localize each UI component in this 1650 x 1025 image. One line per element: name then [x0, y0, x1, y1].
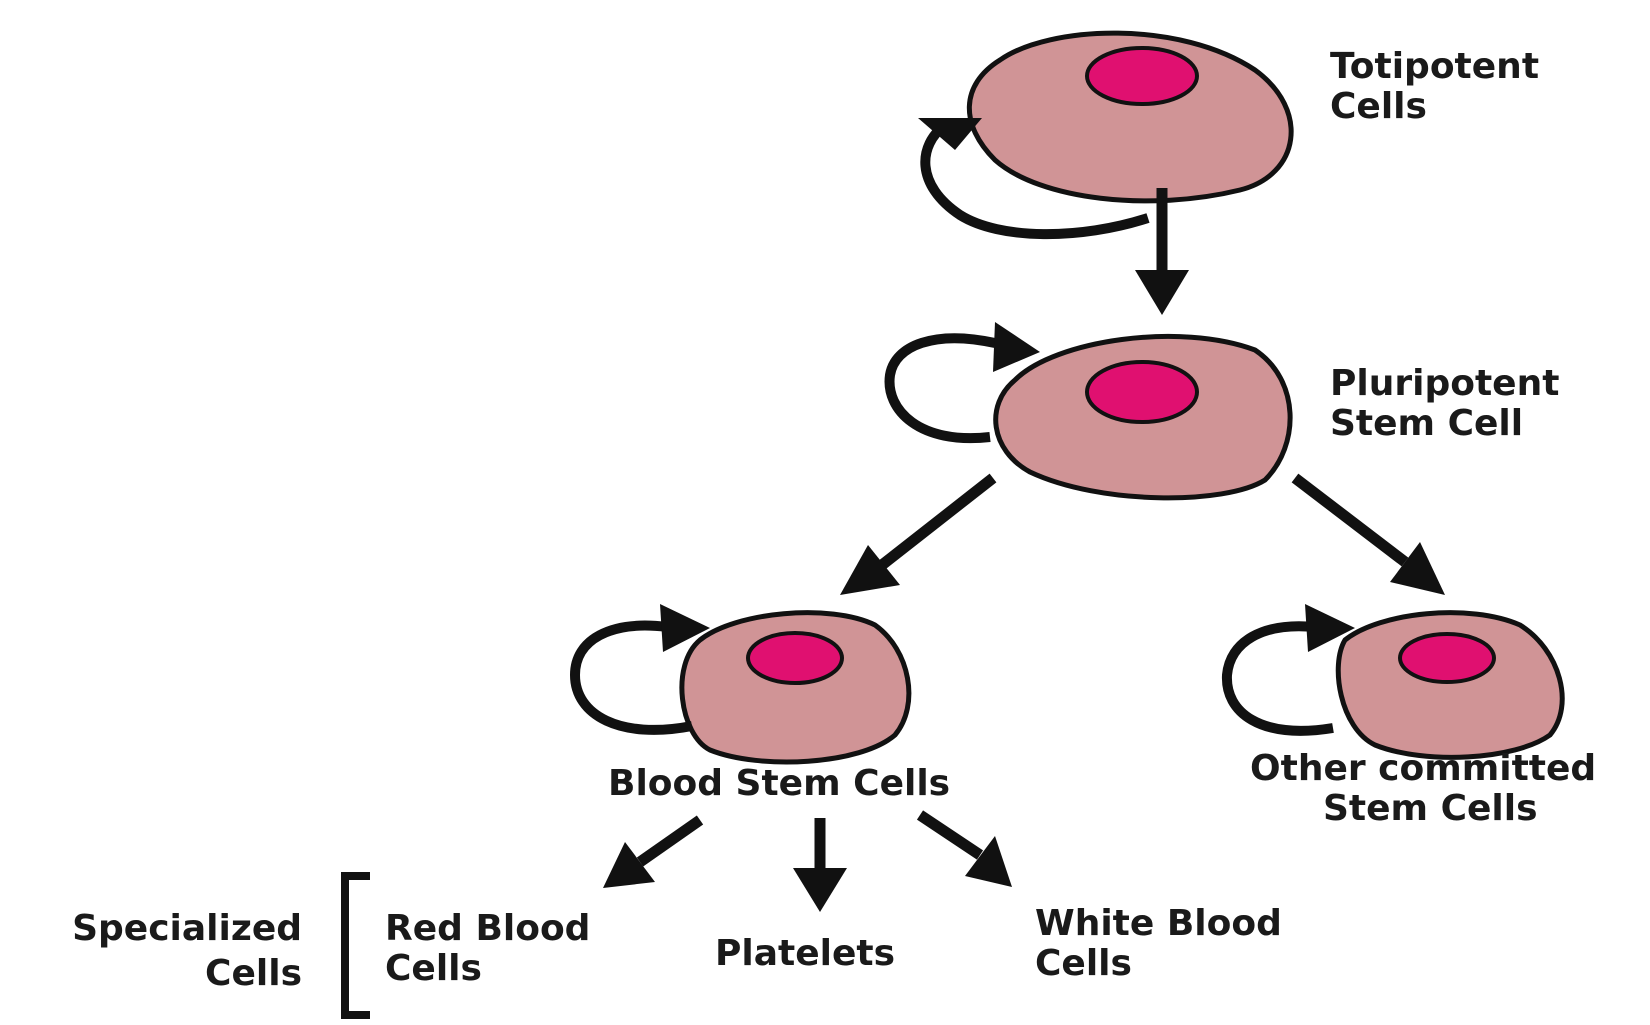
arrow-blood-stem-to-platelets: [793, 818, 847, 912]
pluripotent-nucleus: [1085, 360, 1199, 424]
label-red-blood-line2: Cells: [385, 948, 482, 989]
other-committed-nucleus: [1398, 632, 1496, 684]
pluripotent-cell: [993, 333, 1293, 501]
self-renewal-loop-totipotent: [918, 118, 1150, 240]
arrow-totipotent-to-pluripotent: [1135, 188, 1189, 315]
other-committed-stem-cell: [1335, 610, 1565, 760]
specialized-cells-bracket: [341, 872, 370, 1019]
label-blood-stem-cells: Blood Stem Cells: [608, 763, 950, 804]
label-pluripotent-line2: Stem Cell: [1330, 403, 1523, 444]
label-white-blood-line2: Cells: [1035, 943, 1132, 984]
totipotent-cell: [966, 30, 1294, 204]
label-pluripotent: Pluripotent: [1330, 363, 1559, 404]
arrow-blood-stem-to-white-blood: [916, 810, 1012, 887]
label-red-blood: Red Blood: [385, 908, 590, 949]
label-specialized: Specialized: [72, 908, 302, 949]
totipotent-nucleus: [1085, 46, 1199, 106]
label-totipotent: Totipotent: [1330, 46, 1539, 87]
label-platelets: Platelets: [715, 933, 895, 974]
label-specialized-line2: Cells: [205, 953, 302, 994]
blood-stem-nucleus: [746, 631, 844, 685]
arrow-pluripotent-to-blood-stem: [840, 473, 997, 595]
label-white-blood: White Blood: [1035, 903, 1282, 944]
label-other-committed-line2: Stem Cells: [1323, 788, 1538, 829]
self-renewal-loop-pluripotent: [884, 322, 1040, 444]
arrow-blood-stem-to-red-blood: [603, 815, 704, 888]
label-other-committed: Other committed: [1250, 748, 1596, 789]
arrow-pluripotent-to-other-committed: [1291, 473, 1445, 595]
self-renewal-loop-other-committed: [1221, 604, 1355, 736]
blood-stem-cell: [679, 610, 912, 765]
self-renewal-loop-blood-stem: [569, 604, 710, 735]
label-totipotent-line2: Cells: [1330, 86, 1427, 127]
